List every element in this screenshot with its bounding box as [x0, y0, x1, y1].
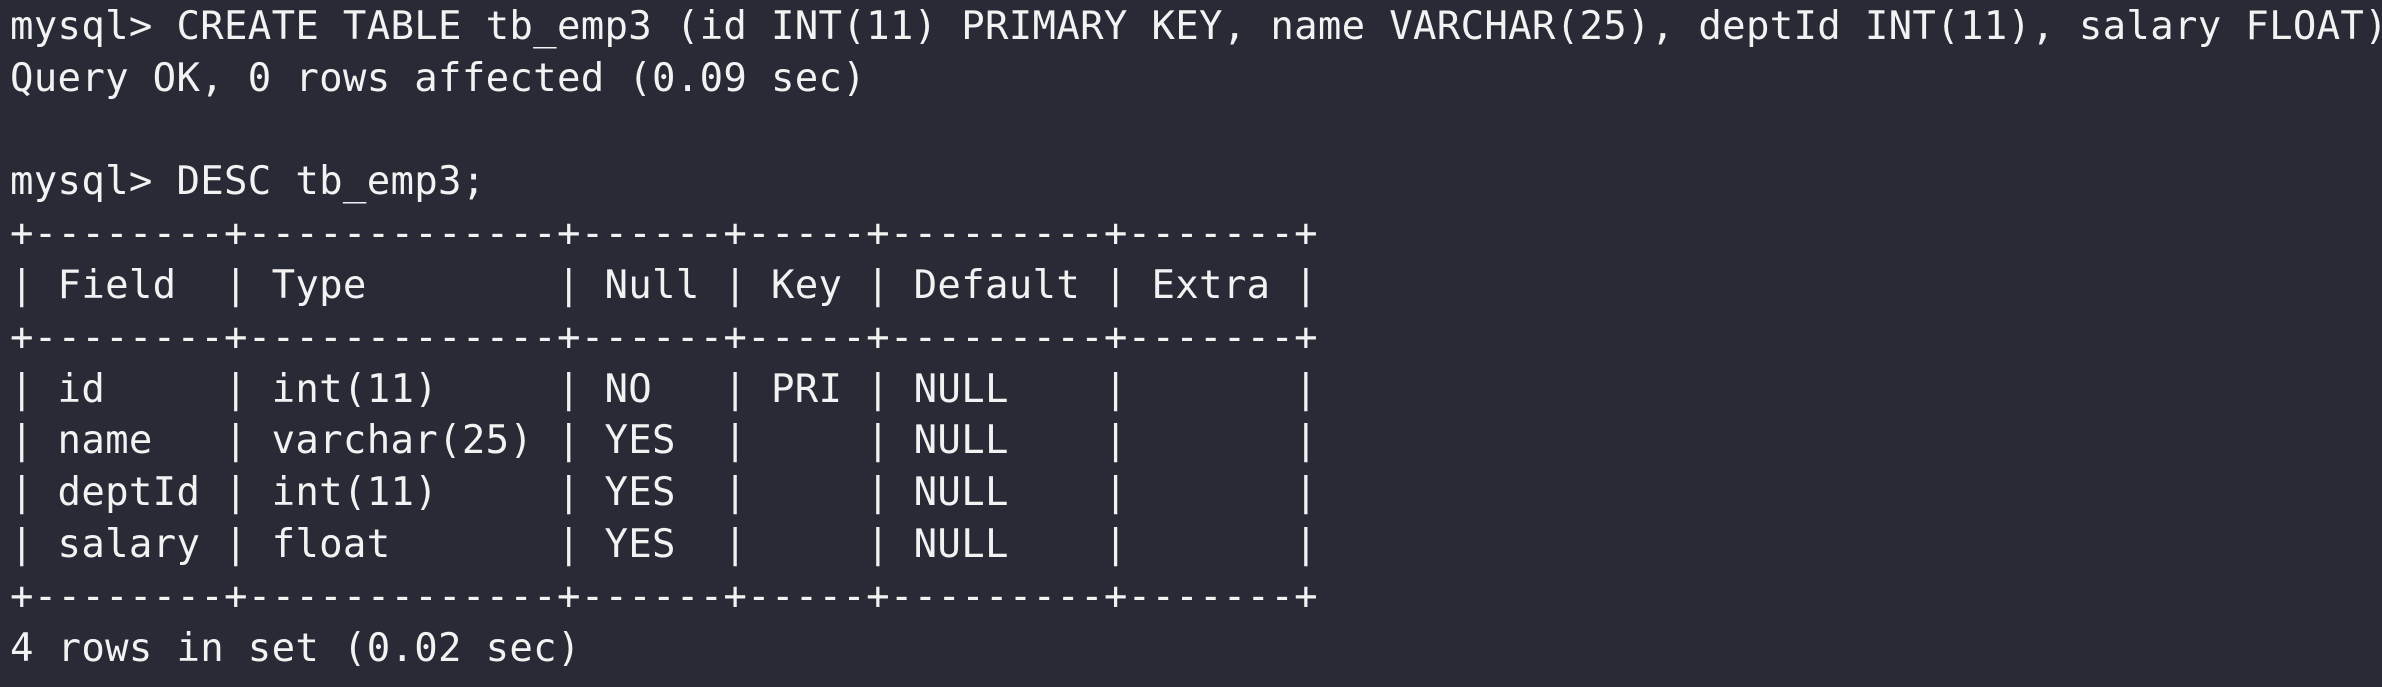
table-row-id: | id | int(11) | NO | PRI | NULL | |: [10, 366, 1318, 412]
terminal-line-query-result: Query OK, 0 rows affected (0.09 sec): [10, 55, 867, 101]
terminal-line-blank: [10, 105, 2382, 157]
table-header-row: | Field | Type | Null | Key | Default | …: [10, 262, 1318, 308]
table-row-deptid: | deptId | int(11) | YES | | NULL | |: [10, 470, 1318, 516]
table-border-top: +--------+-------------+------+-----+---…: [10, 211, 1318, 257]
terminal-line-create-command: mysql> CREATE TABLE tb_emp3 (id INT(11) …: [10, 4, 2382, 49]
terminal-line-desc-command: mysql> DESC tb_emp3;: [10, 159, 486, 205]
table-row-name: | name | varchar(25) | YES | | NULL | |: [10, 418, 1318, 464]
table-border-header: +--------+-------------+------+-----+---…: [10, 314, 1318, 360]
terminal-line-row-count: 4 rows in set (0.02 sec): [10, 625, 581, 671]
table-row-salary: | salary | float | YES | | NULL | |: [10, 521, 1318, 567]
table-border-bottom: +--------+-------------+------+-----+---…: [10, 573, 1318, 619]
